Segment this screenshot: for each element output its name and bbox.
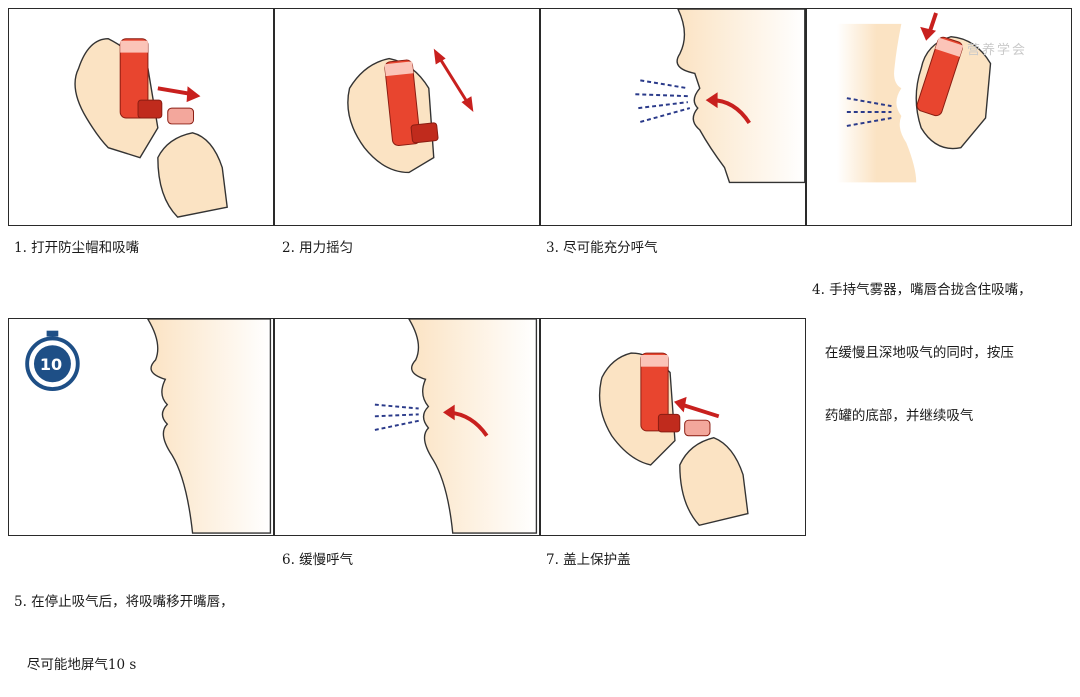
face-profile-icon bbox=[676, 9, 805, 184]
step-6-caption: 6. 缓慢呼气 bbox=[282, 552, 354, 568]
step-7-panel bbox=[540, 318, 806, 536]
step-6-illustration bbox=[374, 319, 538, 534]
step-3-illustration bbox=[635, 9, 805, 184]
step-6-panel bbox=[274, 318, 540, 536]
arrow-icon bbox=[157, 86, 201, 103]
caption-line: 药罐的底部，并继续吸气 bbox=[812, 408, 974, 424]
inhaler-icon bbox=[384, 59, 439, 147]
step-4-illustration bbox=[836, 12, 992, 183]
step-3-caption: 3. 尽可能充分呼气 bbox=[546, 240, 658, 256]
press-arrow-icon bbox=[920, 12, 938, 41]
step-2-caption: 2. 用力摇匀 bbox=[282, 240, 354, 256]
step-7-caption: 7. 盖上保护盖 bbox=[546, 552, 631, 568]
inhaler-icon bbox=[916, 36, 964, 117]
exhale-lines-icon bbox=[374, 403, 422, 431]
step-1-caption: 1. 打开防尘帽和吸嘴 bbox=[14, 240, 140, 256]
inhale-lines-icon bbox=[846, 97, 892, 127]
caption-line: 4. 手持气雾器，嘴唇合拢含住吸嘴， bbox=[812, 282, 1032, 298]
step-3-panel bbox=[540, 8, 806, 226]
arrow-icon bbox=[673, 396, 720, 419]
step-5-illustration bbox=[25, 319, 272, 534]
face-profile-icon bbox=[147, 319, 272, 534]
step-2-illustration bbox=[347, 48, 474, 174]
hand-icon bbox=[679, 436, 749, 527]
step-7-illustration bbox=[598, 352, 749, 527]
watermark: 营养学会 bbox=[967, 43, 1028, 58]
step-4-panel: 营养学会 bbox=[806, 8, 1072, 226]
inhaler-icon bbox=[119, 38, 163, 119]
caption-line: 5. 在停止吸气后，将吸嘴移开嘴唇， bbox=[14, 594, 234, 610]
step-5-panel: 10 bbox=[8, 318, 274, 536]
cap-icon bbox=[684, 419, 711, 437]
caption-line: 在缓慢且深地吸气的同时，按压 bbox=[812, 345, 1014, 361]
hand-icon bbox=[157, 132, 228, 218]
exhale-lines-icon bbox=[635, 79, 691, 123]
step-4-caption: 4. 手持气雾器，嘴唇合拢含住吸嘴， 在缓慢且深地吸气的同时，按压 药罐的底部，… bbox=[812, 238, 1032, 448]
inhaler-icon bbox=[640, 352, 681, 433]
timer-value: 10 bbox=[39, 355, 63, 374]
timer-icon bbox=[25, 330, 80, 391]
shake-arrow-icon bbox=[433, 48, 474, 113]
step-5-caption: 5. 在停止吸气后，将吸嘴移开嘴唇， 尽可能地屏气10 s bbox=[14, 550, 234, 697]
face-profile-icon bbox=[408, 319, 538, 534]
caption-line: 尽可能地屏气10 s bbox=[14, 657, 137, 673]
step-2-panel bbox=[274, 8, 540, 226]
step-1-panel bbox=[8, 8, 274, 226]
step-1-illustration bbox=[74, 38, 228, 218]
cap-icon bbox=[167, 107, 195, 125]
